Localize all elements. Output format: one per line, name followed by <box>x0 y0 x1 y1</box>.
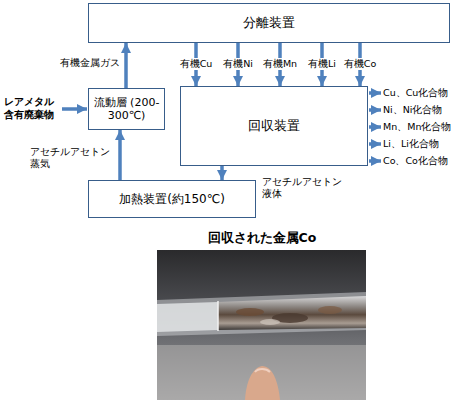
process-box: 回収装置 <box>180 86 368 166</box>
flow-label: アセチルアセトン 蒸気 <box>30 146 116 170</box>
flow-label: 有機金属ガス <box>30 57 120 69</box>
material-label: Co、Co化合物 <box>383 155 468 167</box>
output-arrows <box>369 93 381 161</box>
box-label: 流動層 (200-300℃) <box>89 96 164 122</box>
flow-arrow <box>118 130 122 180</box>
box-label: 回収装置 <box>248 118 300 134</box>
flow-label: 有機Ni <box>218 58 258 70</box>
material-label: Mn、Mn化合物 <box>383 121 468 133</box>
cobalt-photo <box>157 250 366 400</box>
photo-heading: 回収された金属Co <box>160 230 364 246</box>
process-box: 流動層 (200-300℃) <box>88 88 165 130</box>
box-label: 分離装置 <box>243 15 295 31</box>
material-label: Li、Li化合物 <box>383 138 468 150</box>
material-label: Ni、Ni化合物 <box>383 104 468 116</box>
material-label: Cu、Cu化合物 <box>383 87 468 99</box>
flow-label: アセチルアセトン 液体 <box>262 176 348 200</box>
flow-label: 有機Cu <box>176 58 216 70</box>
flow-label: 有機Mn <box>260 58 300 70</box>
box-label: 加熱装置(約150℃) <box>119 192 225 206</box>
input-arrow <box>62 107 87 111</box>
flow-arrow <box>124 43 128 88</box>
flow-label: 有機Co <box>340 58 380 70</box>
process-box: 加熱装置(約150℃) <box>88 180 256 218</box>
process-box: 分離装置 <box>88 3 450 43</box>
flow-label: 有機Li <box>302 58 342 70</box>
material-label: レアメタル 含有廃棄物 <box>4 96 64 121</box>
flow-arrow <box>220 166 224 180</box>
